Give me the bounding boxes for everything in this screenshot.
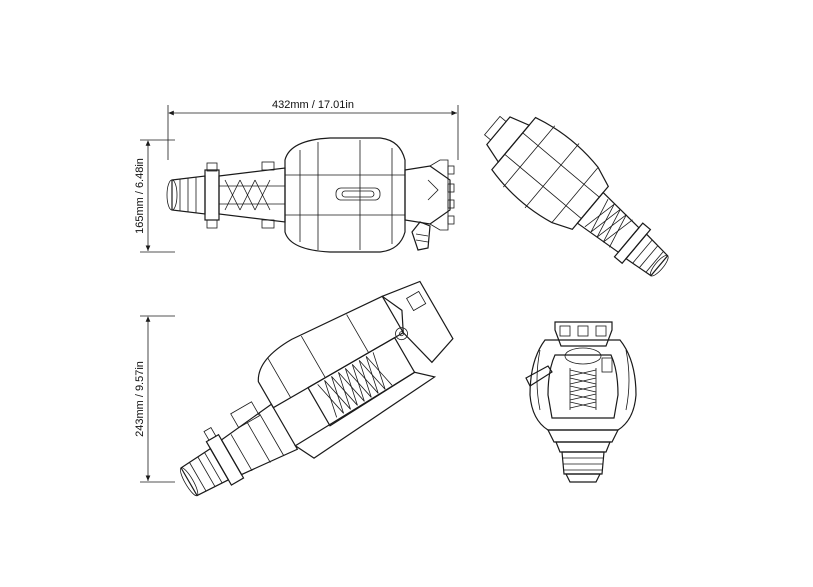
- top-view-drawing: [166, 137, 455, 253]
- width-dimension-label: 165mm / 6.48in: [134, 158, 146, 234]
- isometric-view-drawing: [483, 115, 669, 277]
- length-dimension: 432mm / 17.01in: [167, 99, 459, 160]
- height-dimension-label: 243mm / 9.57in: [134, 361, 146, 437]
- front-view-drawing: [525, 321, 637, 483]
- length-dimension-label: 432mm / 17.01in: [272, 99, 354, 111]
- height-dimension: 243mm / 9.57in: [134, 315, 175, 483]
- side-view-drawing: [179, 280, 454, 497]
- width-dimension: 165mm / 6.48in: [134, 139, 175, 253]
